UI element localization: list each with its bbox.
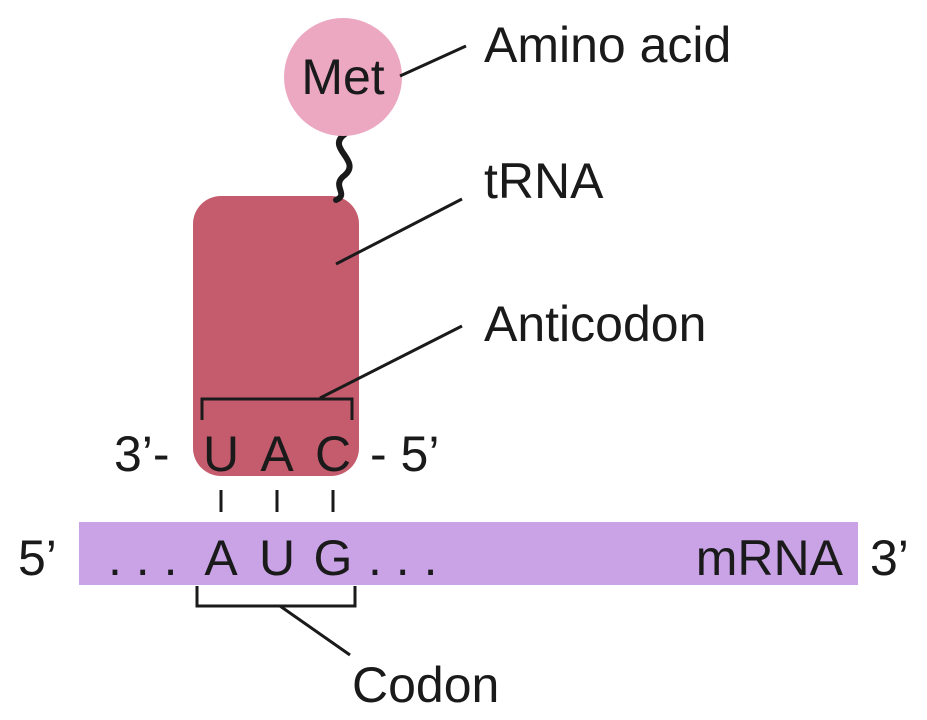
trna-leader-line: [335, 197, 463, 266]
amino-acid-circle: [284, 18, 402, 136]
codon-base: U: [259, 530, 295, 586]
amino-acid-linker: [333, 131, 353, 203]
anticodon-bracket: [200, 397, 354, 420]
mrna-3prime-end: 3’: [870, 530, 909, 586]
codon-leader-line: [279, 604, 351, 657]
amino-acid-label: Amino acid: [484, 17, 731, 73]
amino-acid-leader-line: [399, 44, 467, 78]
anticodon-base: A: [260, 426, 294, 482]
anticodon-3prime-end: 3’-: [114, 426, 170, 482]
anticodon-label: Anticodon: [484, 296, 706, 352]
codon-bracket: [195, 586, 357, 608]
anticodon-base: U: [203, 426, 239, 482]
trna-label: tRNA: [484, 153, 604, 209]
trna-body: [193, 196, 359, 476]
anticodon-leader-line: [319, 324, 463, 400]
codon-base: A: [204, 530, 238, 586]
mrna-strand: [79, 522, 858, 585]
anticodon-base: C: [315, 426, 351, 482]
mrna-5prime-end: 5’: [18, 530, 57, 586]
mrna-leading-dots: . . .: [108, 530, 177, 586]
codon-base: G: [314, 530, 353, 586]
amino-acid-abbrev: Met: [301, 49, 384, 105]
codon-label: Codon: [352, 657, 499, 713]
anticodon-5prime-end: - 5’: [370, 426, 439, 482]
mrna-label: mRNA: [696, 530, 844, 586]
mrna-trailing-dots: . . .: [368, 530, 437, 586]
